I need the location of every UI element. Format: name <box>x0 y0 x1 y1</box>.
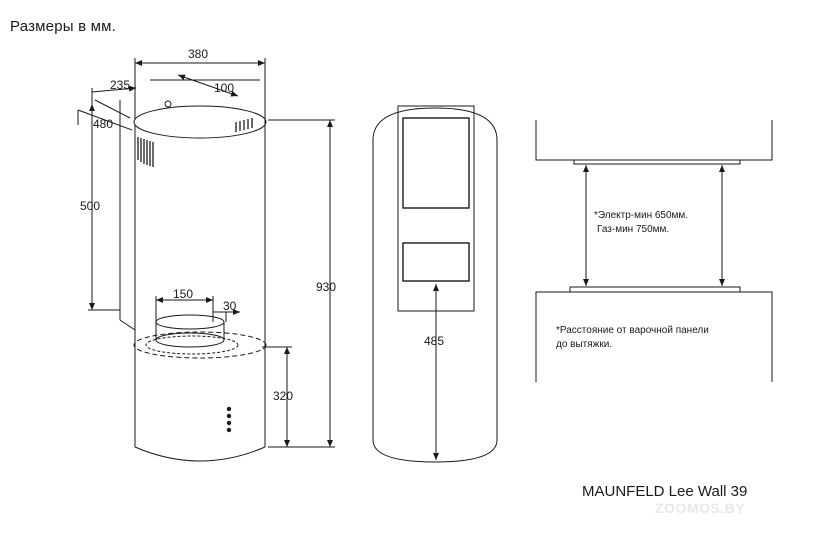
control-buttons <box>226 406 232 433</box>
mount-plate-bottom <box>119 319 136 331</box>
cooktop-surface <box>569 286 741 293</box>
hood-bottom-plate <box>573 159 741 165</box>
note-distance: *Расстояние от варочной панели <box>556 325 709 336</box>
note-distance-2: до вытяжки. <box>556 339 612 350</box>
vent-hatch-right <box>235 118 253 132</box>
dim-label-500: 500 <box>80 199 100 213</box>
cylinder-top-ellipse <box>133 105 267 139</box>
outlet-top-ellipse <box>155 314 225 330</box>
page-title: Размеры в мм. <box>10 18 117 35</box>
dim-label-320: 320 <box>273 389 293 403</box>
hood-outline <box>535 120 773 161</box>
dim-label-380: 380 <box>188 47 208 61</box>
cylinder-bottom-arc <box>134 446 266 462</box>
outlet-bottom-ellipse <box>155 332 225 348</box>
mount-rail <box>77 109 133 131</box>
installation-view <box>535 120 773 382</box>
dim-label-480: 480 <box>93 117 113 131</box>
watermark: ZOOMOS.BY <box>655 500 746 516</box>
cooktop-outline <box>535 291 773 382</box>
front-body-outline <box>372 107 498 463</box>
dim-label-930: 930 <box>316 280 336 294</box>
dim-label-30: 30 <box>223 299 237 313</box>
model-name: MAUNFELD Lee Wall 39 <box>582 483 748 500</box>
dim-235-line <box>91 85 137 93</box>
front-view <box>372 105 498 463</box>
mount-plate-top <box>94 99 131 119</box>
front-upper-window <box>402 117 470 209</box>
dim-100-line <box>177 74 239 97</box>
vent-hatch-left <box>137 137 154 167</box>
side-view <box>77 58 335 462</box>
front-lower-window <box>402 242 470 282</box>
dim-label-485: 485 <box>424 334 444 348</box>
dim-label-100: 100 <box>214 81 234 95</box>
note-gas: Газ-мин 750мм. <box>597 224 669 235</box>
note-electric: *Электр-мин 650мм. <box>594 210 688 221</box>
dim-label-150: 150 <box>173 287 193 301</box>
base-dashed-ellipse <box>133 331 267 359</box>
dim-label-235: 235 <box>110 78 130 92</box>
screw-hole <box>164 100 172 108</box>
outlet-flange <box>145 335 239 355</box>
